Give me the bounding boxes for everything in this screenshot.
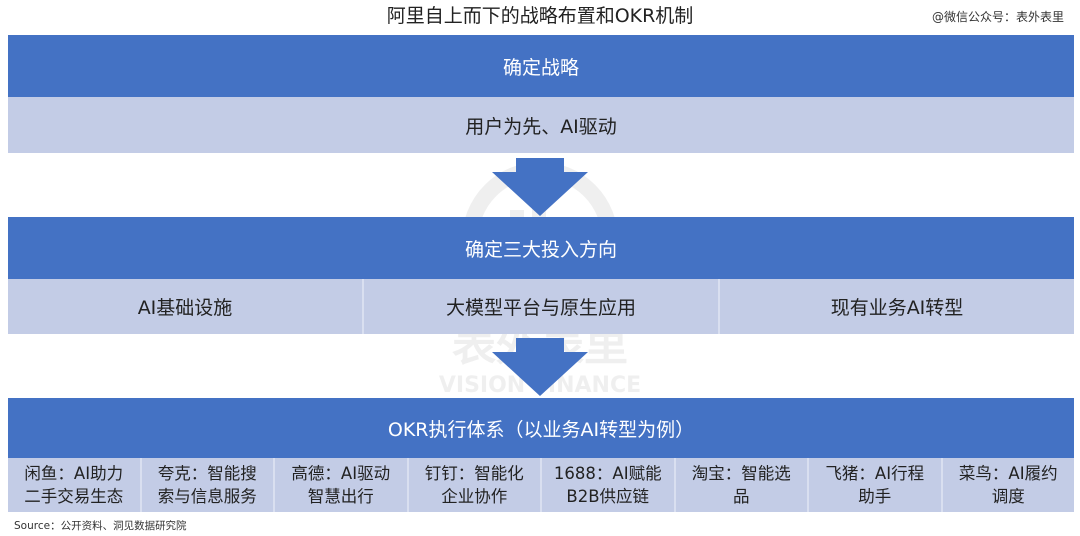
investment-directions: AI基础设施 大模型平台与原生应用 现有业务AI转型 — [8, 279, 1074, 334]
okr-item-fliggy: 飞猪：AI行程助手 — [809, 458, 943, 512]
direction-business-ai-transform: 现有业务AI转型 — [720, 279, 1074, 334]
okr-item-line: 索与信息服务 — [157, 487, 257, 506]
okr-item-line: 品 — [733, 487, 750, 506]
okr-item-quark: 夸克：智能搜索与信息服务 — [141, 458, 275, 512]
okr-item-cainiao: 菜鸟：AI履约调度 — [942, 458, 1074, 512]
okr-heading-band: OKR执行体系（以业务AI转型为例） — [8, 398, 1074, 458]
direction-model-platform: 大模型平台与原生应用 — [364, 279, 720, 334]
down-arrow-icon — [492, 158, 588, 216]
okr-heading: OKR执行体系（以业务AI转型为例） — [387, 418, 695, 441]
direction-ai-infrastructure: AI基础设施 — [8, 279, 364, 334]
investment-heading: 确定三大投入方向 — [464, 238, 617, 261]
okr-item-line: 助手 — [858, 487, 892, 506]
okr-item-line: 1688：AI赋能 — [553, 464, 662, 483]
okr-item-1688: 1688：AI赋能 B2B供应链 — [542, 458, 676, 512]
okr-item-amap: 高德：AI驱动智慧出行 — [275, 458, 409, 512]
okr-item-line: 高德：AI驱动 — [291, 464, 391, 483]
page-title: 阿里自上而下的战略布置和OKR机制 — [386, 5, 694, 27]
okr-item-line: 菜鸟：AI履约 — [958, 464, 1058, 483]
strategy-statement-band: 用户为先、AI驱动 — [8, 97, 1074, 153]
wechat-credit: @微信公众号：表外表里 — [931, 10, 1064, 24]
okr-item-dingtalk: 钉钉：智能化企业协作 — [408, 458, 542, 512]
okr-item-xianyu: 闲鱼：AI助力二手交易生态 — [8, 458, 142, 512]
okr-item-line: B2B供应链 — [566, 487, 650, 506]
down-arrow-icon — [492, 338, 588, 396]
strategy-heading: 确定战略 — [502, 56, 579, 79]
okr-item-line: 二手交易生态 — [24, 487, 124, 506]
okr-item-line: 企业协作 — [441, 487, 508, 506]
okr-item-line: 闲鱼：AI助力 — [24, 464, 124, 483]
okr-item-line: 淘宝：智能选 — [691, 464, 791, 483]
investment-heading-band: 确定三大投入方向 — [8, 217, 1074, 279]
okr-items: 闲鱼：AI助力二手交易生态 夸克：智能搜索与信息服务 高德：AI驱动智慧出行 钉… — [8, 458, 1074, 512]
okr-item-taobao: 淘宝：智能选品 — [675, 458, 809, 512]
okr-item-line: 夸克：智能搜 — [157, 464, 257, 483]
strategy-heading-band: 确定战略 — [8, 35, 1074, 97]
source-note: Source：公开资料、洞见数据研究院 — [14, 520, 187, 532]
okr-item-line: 调度 — [991, 487, 1025, 506]
okr-item-line: 智慧出行 — [307, 487, 374, 506]
strategy-statement: 用户为先、AI驱动 — [465, 115, 617, 138]
okr-item-line: 飞猪：AI行程 — [825, 464, 925, 483]
okr-item-line: 钉钉：智能化 — [424, 464, 524, 483]
